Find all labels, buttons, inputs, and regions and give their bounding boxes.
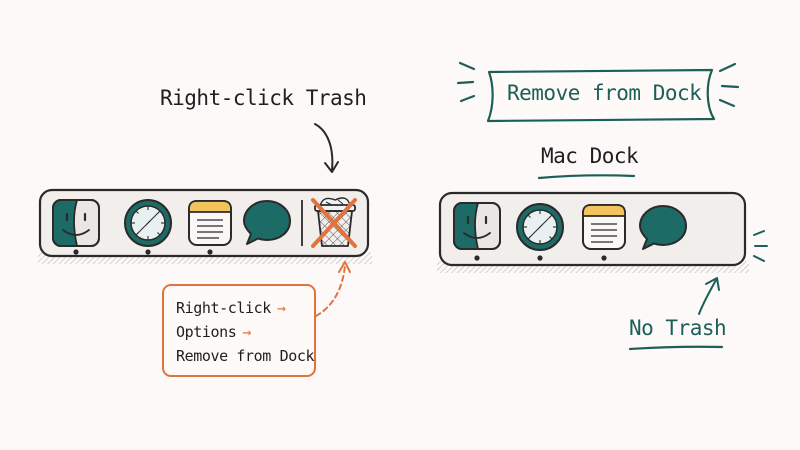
running-indicator — [537, 255, 543, 261]
step-item: Remove from Dock — [176, 347, 315, 365]
banner-frame — [486, 68, 716, 123]
step-item: Options→ — [176, 323, 252, 341]
right-dock — [437, 191, 749, 273]
dock-sparks — [753, 230, 768, 262]
messages-icon[interactable] — [639, 205, 687, 250]
running-indicator — [474, 255, 480, 261]
arrow-right-icon: → — [276, 299, 286, 317]
trash-icon[interactable] — [314, 197, 356, 247]
result-arrow — [698, 279, 717, 315]
notes-icon[interactable] — [582, 204, 626, 250]
notes-icon[interactable] — [188, 200, 232, 246]
running-indicator — [73, 249, 79, 255]
callout-connector — [315, 264, 346, 317]
finder-icon[interactable] — [453, 202, 501, 250]
pointer-arrow — [314, 123, 334, 171]
remove-cross-icon — [311, 198, 357, 248]
banner-sparks-left — [456, 61, 476, 103]
steps-list: Right-click→ Options→ Remove from Dock — [176, 296, 314, 368]
messages-icon[interactable] — [243, 200, 291, 245]
banner-title: Remove from Dock — [507, 81, 702, 105]
finder-icon[interactable] — [52, 199, 100, 247]
running-indicator — [145, 249, 151, 255]
safari-icon[interactable] — [516, 203, 564, 251]
pointer-arrowhead — [324, 161, 339, 173]
dock-title-underline — [537, 174, 636, 180]
arrow-right-icon: → — [242, 323, 252, 341]
banner-sparks-right — [718, 62, 740, 108]
safari-icon[interactable] — [124, 199, 172, 247]
dock-title: Mac Dock — [541, 144, 639, 168]
result-label: No Trash — [629, 316, 727, 340]
result-arrowhead — [705, 277, 720, 291]
running-indicator — [601, 255, 607, 261]
left-dock — [38, 188, 372, 264]
left-title: Right-click Trash — [160, 86, 367, 110]
callout-connector-arrowhead — [338, 261, 351, 273]
running-indicator — [207, 249, 213, 255]
steps-callout-box — [162, 284, 316, 377]
result-underline — [628, 345, 724, 351]
step-item: Right-click→ — [176, 299, 286, 317]
